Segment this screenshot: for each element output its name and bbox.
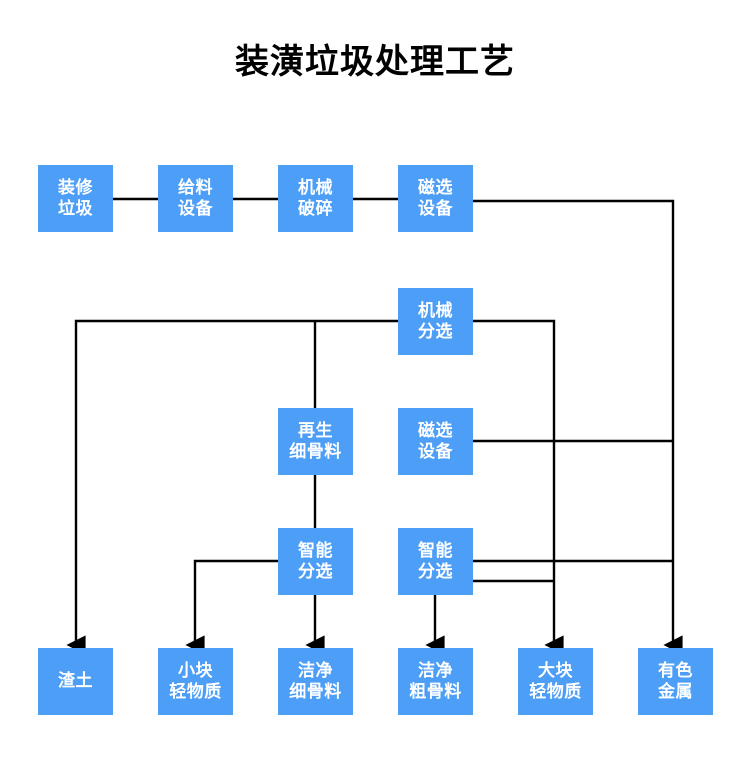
flow-node-n4[interactable]: 磁选 设备 [398,165,473,232]
flow-node-n14[interactable]: 大块 轻物质 [518,648,593,715]
flow-node-n15[interactable]: 有色 金属 [638,648,713,715]
page-title: 装潢垃圾处理工艺 [235,42,515,82]
flow-node-n11[interactable]: 小块 轻物质 [158,648,233,715]
flow-node-n6[interactable]: 再生 细骨料 [278,408,353,475]
flow-node-n9[interactable]: 智能 分选 [398,528,473,595]
flow-node-n1[interactable]: 装修 垃圾 [38,165,113,232]
flow-node-n7[interactable]: 磁选 设备 [398,408,473,475]
flow-node-n8[interactable]: 智能 分选 [278,528,353,595]
flow-node-n2[interactable]: 给料 设备 [158,165,233,232]
flow-node-n13[interactable]: 洁净 粗骨料 [398,648,473,715]
flow-node-n10[interactable]: 渣土 [38,648,113,715]
flow-node-n12[interactable]: 洁净 细骨料 [278,648,353,715]
flow-node-n3[interactable]: 机械 破碎 [278,165,353,232]
flow-node-n5[interactable]: 机械 分选 [398,288,473,355]
